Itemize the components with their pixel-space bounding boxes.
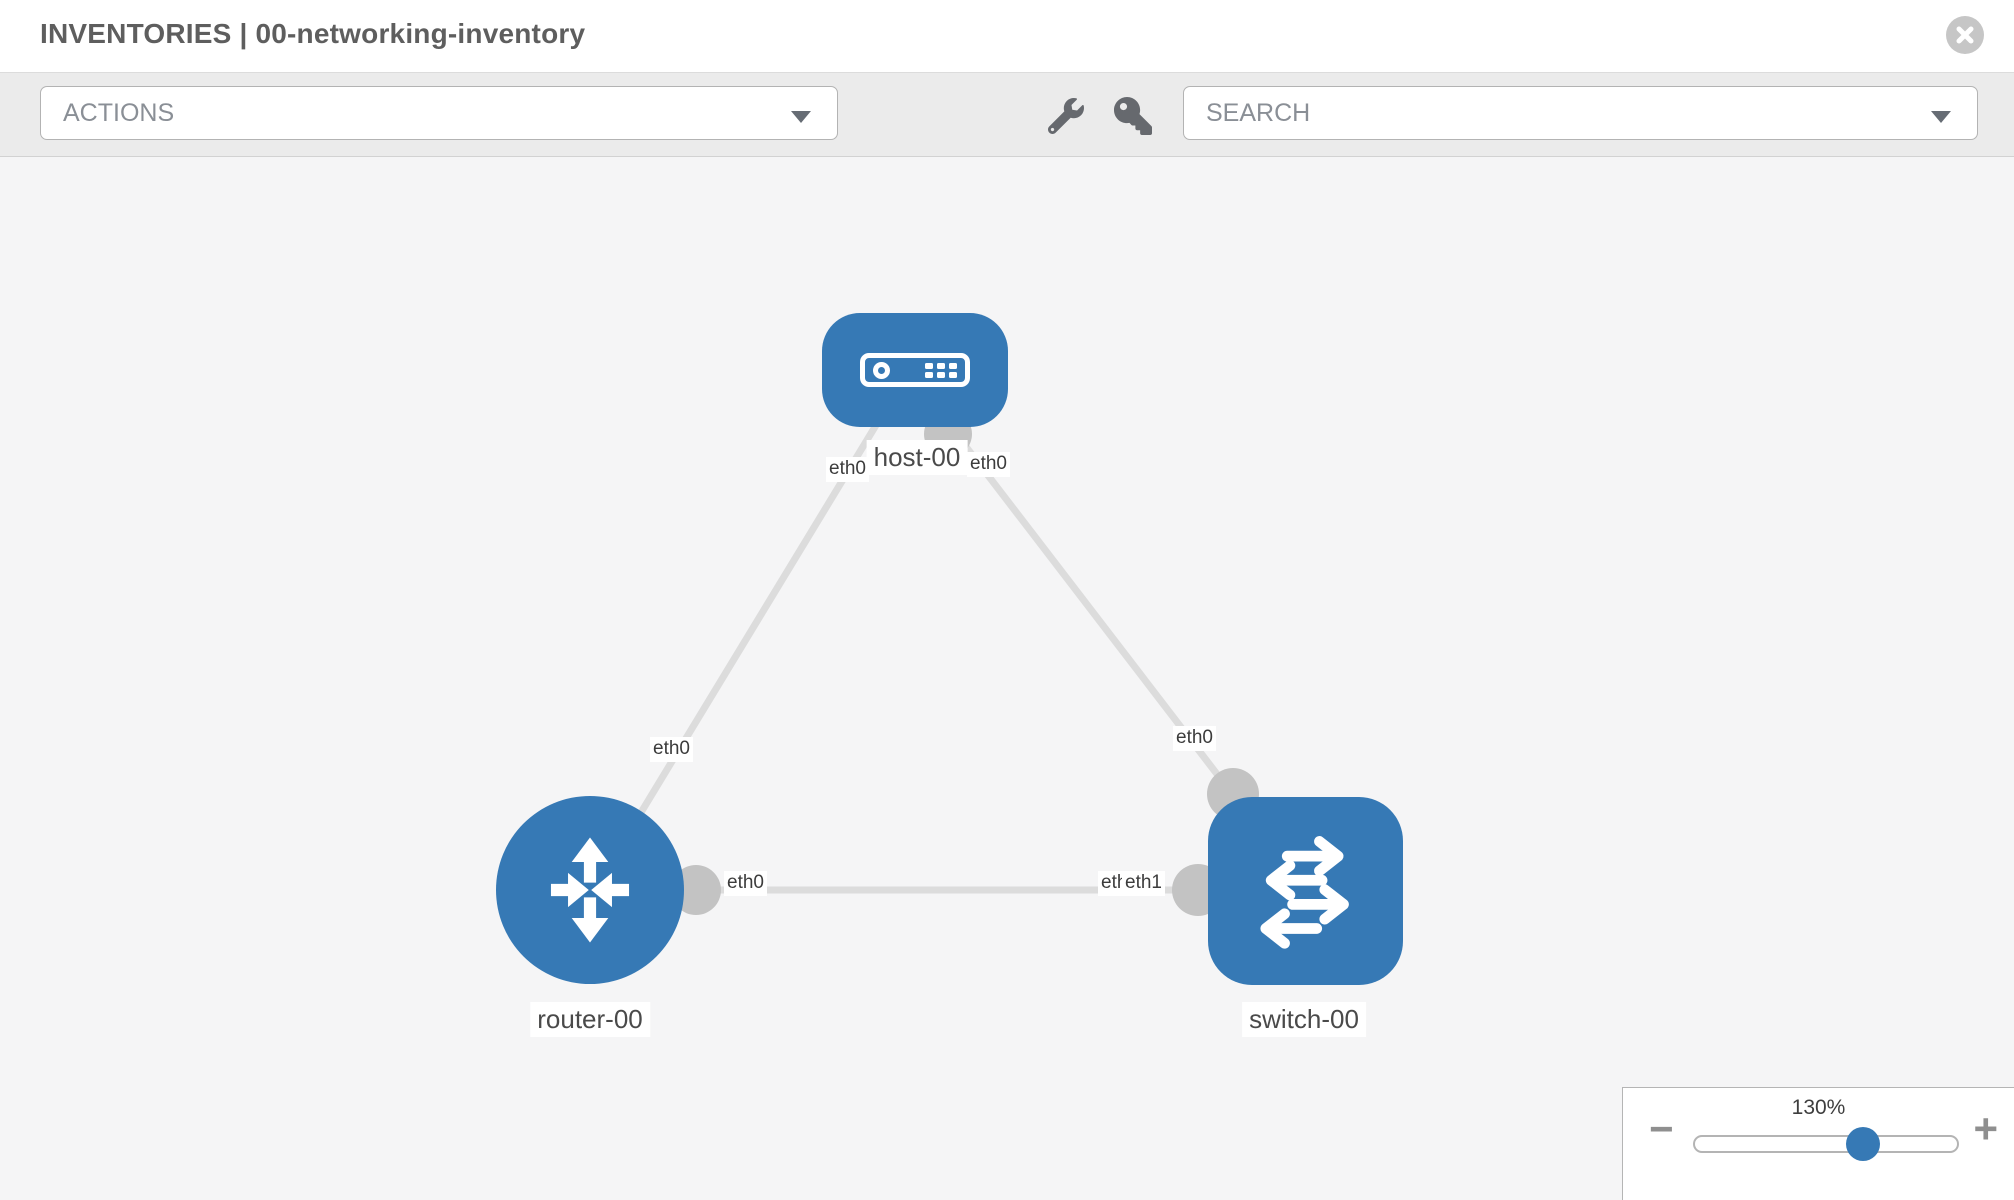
actions-dropdown-label: ACTIONS bbox=[63, 98, 175, 127]
zoom-in-button[interactable]: + bbox=[1973, 1105, 1998, 1152]
router-icon bbox=[550, 837, 630, 943]
node-router-00[interactable] bbox=[496, 796, 684, 984]
host-icon bbox=[860, 353, 970, 387]
interface-label-host-left: eth0 bbox=[826, 457, 869, 482]
node-switch-00[interactable] bbox=[1208, 797, 1403, 985]
topology-canvas[interactable]: host-00 router-00 switch-00 eth0 eth0 et… bbox=[0, 157, 2014, 1200]
interface-label-router-top: eth0 bbox=[650, 737, 693, 762]
zoom-out-button[interactable]: − bbox=[1649, 1105, 1674, 1152]
zoom-slider-track[interactable] bbox=[1693, 1135, 1959, 1153]
key-icon[interactable] bbox=[1114, 97, 1152, 135]
interface-label-host-right: eth0 bbox=[967, 452, 1010, 477]
page-title: INVENTORIES | 00-networking-inventory bbox=[40, 18, 586, 49]
node-host-00[interactable] bbox=[822, 313, 1008, 427]
wrench-icon[interactable] bbox=[1048, 98, 1084, 134]
node-label-router: router-00 bbox=[530, 1002, 650, 1037]
chevron-down-icon bbox=[1931, 111, 1951, 123]
search-input[interactable] bbox=[1184, 97, 1848, 129]
search-dropdown[interactable] bbox=[1183, 86, 1978, 140]
chevron-down-icon bbox=[791, 111, 811, 123]
close-icon bbox=[1956, 26, 1974, 44]
zoom-slider-handle[interactable] bbox=[1846, 1127, 1880, 1161]
node-label-host: host-00 bbox=[866, 440, 968, 475]
close-button[interactable] bbox=[1946, 16, 1984, 54]
zoom-control-panel: 130% − + bbox=[1622, 1087, 2014, 1200]
actions-dropdown[interactable]: ACTIONS bbox=[40, 86, 838, 140]
switch-icon bbox=[1259, 836, 1349, 949]
zoom-level-value: 130% bbox=[1791, 1096, 1846, 1119]
link-host-router bbox=[597, 410, 887, 882]
window-header: INVENTORIES | 00-networking-inventory bbox=[0, 0, 2014, 73]
node-label-switch: switch-00 bbox=[1242, 1002, 1366, 1037]
toolbar: ACTIONS bbox=[0, 73, 2014, 157]
interface-label-switch-mid: eth1 bbox=[1122, 871, 1165, 896]
interface-label-switch-top: eth0 bbox=[1173, 726, 1216, 751]
interface-label-router-right: eth0 bbox=[724, 871, 767, 896]
